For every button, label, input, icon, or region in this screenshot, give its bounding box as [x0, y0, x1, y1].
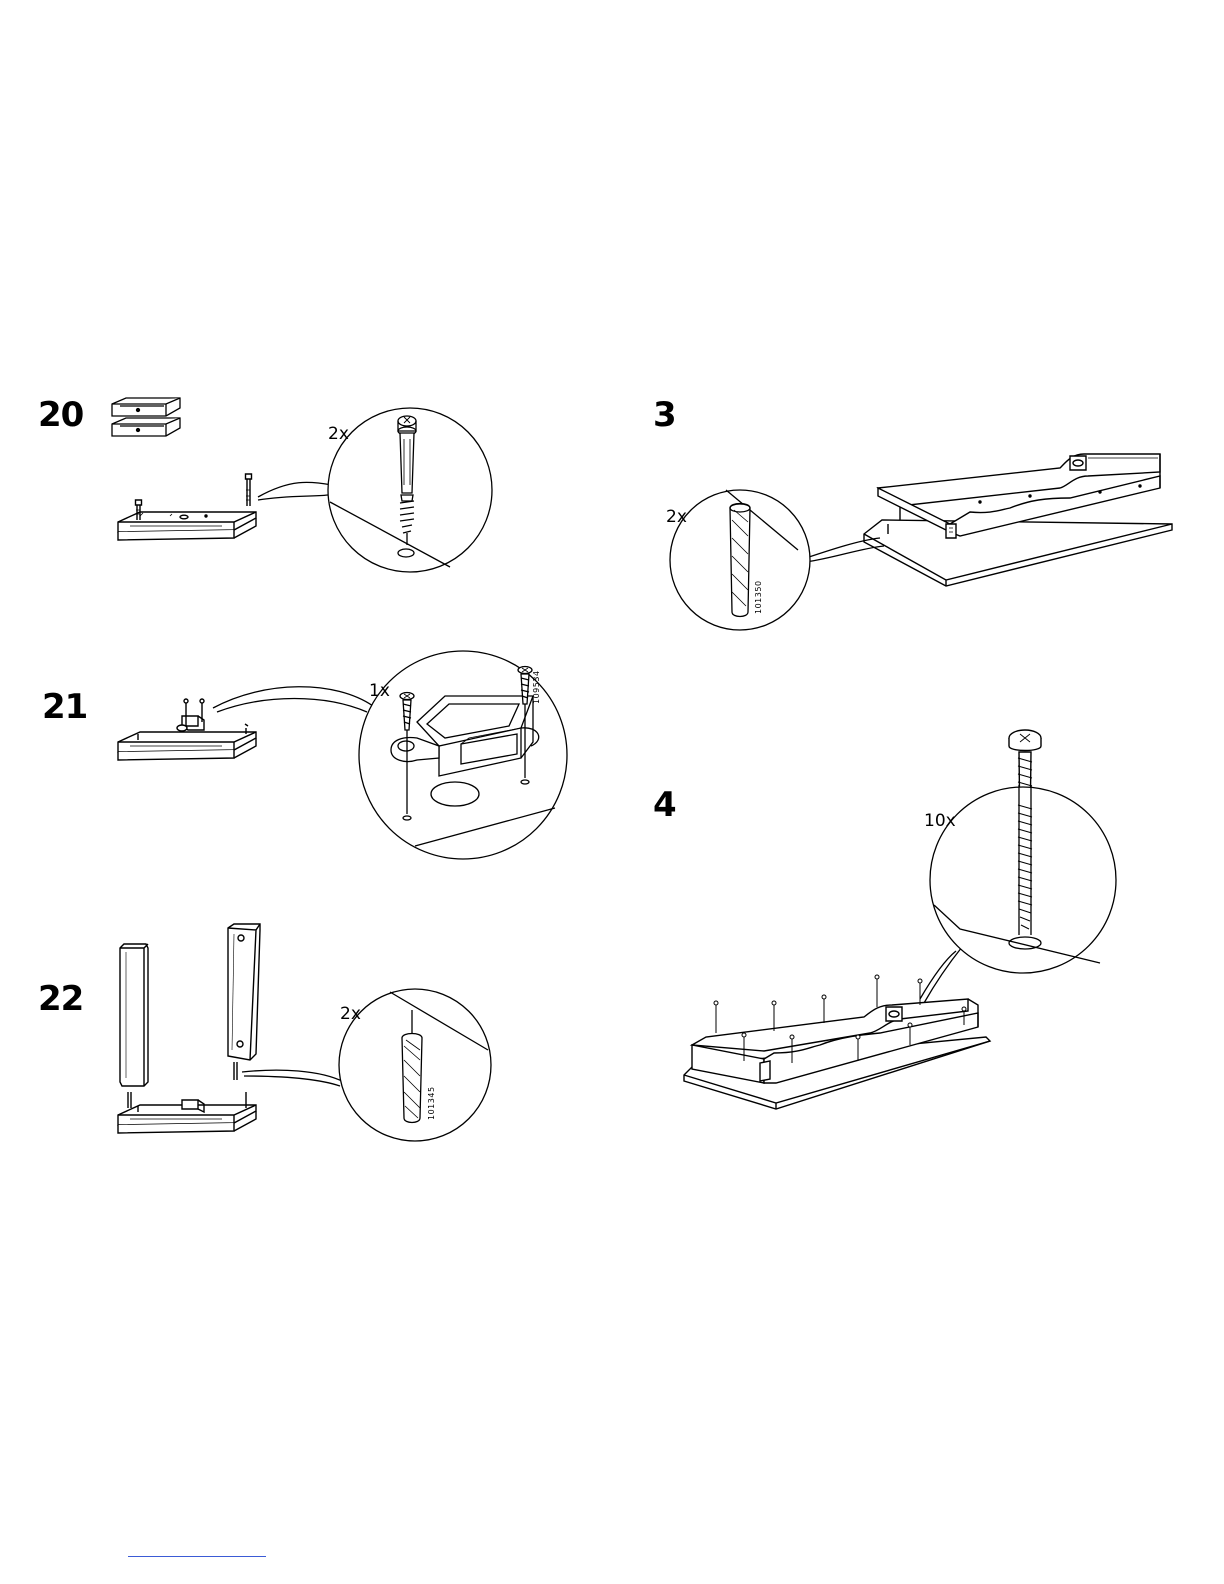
- part-number: 109534: [533, 670, 541, 704]
- detail-callout-latch: [205, 650, 575, 865]
- part-number: 101350: [755, 580, 763, 614]
- step-number: 22: [38, 982, 83, 1016]
- detail-callout-dowel: [240, 990, 495, 1145]
- quantity-label: 10x: [924, 813, 956, 830]
- quantity-label: 1x: [369, 683, 390, 700]
- footer-link-rule: [128, 1556, 266, 1557]
- wooden-dowel-icon: [730, 504, 750, 617]
- quantity-label: 2x: [340, 1006, 361, 1023]
- part-number: 101345: [428, 1086, 436, 1120]
- quantity-label: 2x: [666, 509, 687, 526]
- step-number: 21: [42, 690, 87, 724]
- quantity-label: 2x: [328, 426, 349, 443]
- detail-callout-dowel: [670, 488, 890, 633]
- drawer-stack-icon: [108, 392, 188, 442]
- step-number: 3: [653, 398, 676, 432]
- latch-block-icon: [177, 716, 204, 731]
- drawer-box-on-bottom-panel: [860, 440, 1180, 590]
- drawer-box-upside-down: [680, 975, 1000, 1115]
- step-number: 4: [653, 788, 676, 822]
- detail-callout-cam-bolt: [240, 405, 500, 575]
- drawer-side-panel: [110, 470, 260, 560]
- step-number: 20: [38, 398, 83, 432]
